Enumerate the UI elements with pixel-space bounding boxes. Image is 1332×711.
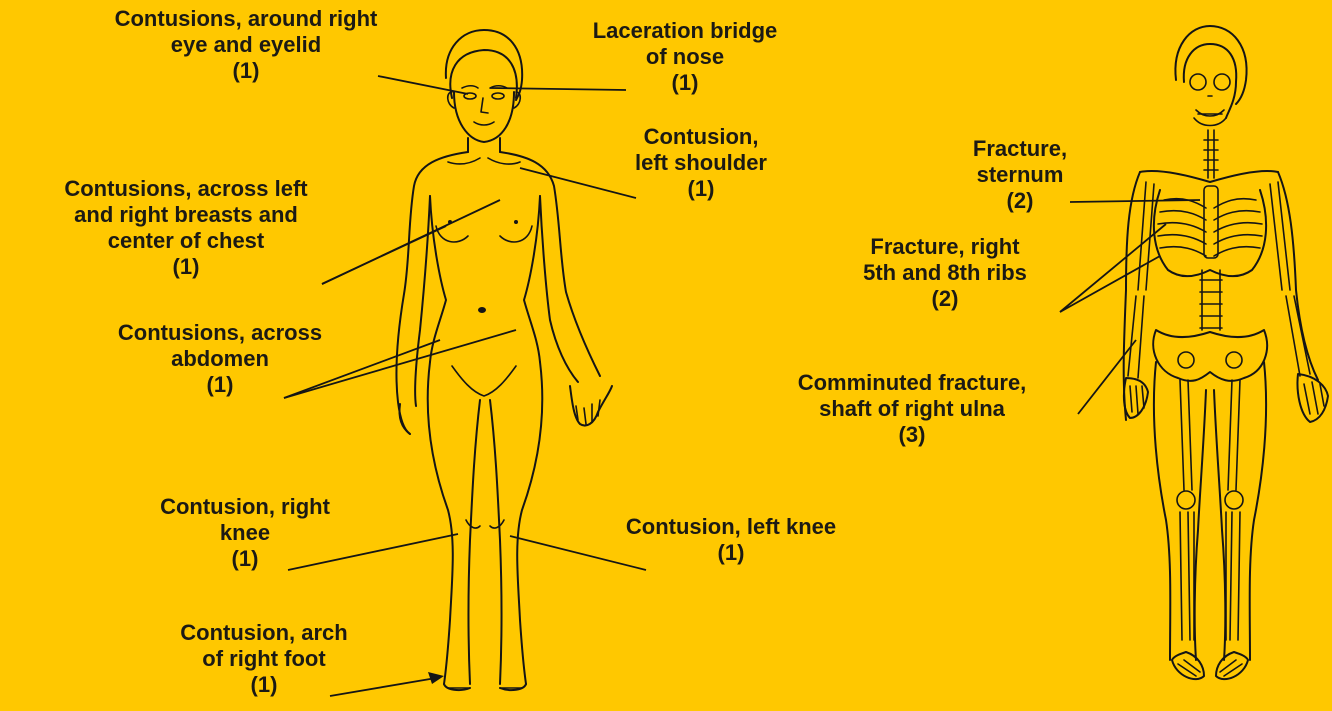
label-left-knee-line-1: Contusion, left knee — [576, 514, 886, 540]
leader-rib-5 — [1060, 224, 1166, 312]
label-nose-laceration: Laceration bridge of nose (1) — [540, 18, 830, 96]
label-shoulder-line-1: Contusion, — [586, 124, 816, 150]
label-eye-contusion: Contusions, around right eye and eyelid … — [52, 6, 440, 84]
label-shoulder-count: (1) — [586, 176, 816, 202]
label-foot-line-1: Contusion, arch — [134, 620, 394, 646]
label-ulna-fracture: Comminuted fracture, shaft of right ulna… — [742, 370, 1082, 448]
label-foot-count: (1) — [134, 672, 394, 698]
label-eye-line-2: eye and eyelid — [52, 32, 440, 58]
label-ribs-line-2: 5th and 8th ribs — [820, 260, 1070, 286]
label-right-knee-line-2: knee — [110, 520, 380, 546]
label-breasts-contusion: Contusions, across left and right breast… — [0, 176, 372, 280]
leader-ulna — [1078, 340, 1136, 414]
label-sternum-line-1: Fracture, — [930, 136, 1110, 162]
label-ribs-fracture: Fracture, right 5th and 8th ribs (2) — [820, 234, 1070, 312]
label-foot-contusion: Contusion, arch of right foot (1) — [134, 620, 394, 698]
body-outline-figure — [396, 30, 612, 690]
label-breasts-line-1: Contusions, across left — [0, 176, 372, 202]
label-sternum-fracture: Fracture, sternum (2) — [930, 136, 1110, 214]
label-nose-count: (1) — [540, 70, 830, 96]
label-right-knee-count: (1) — [110, 546, 380, 572]
label-nose-line-1: Laceration bridge — [540, 18, 830, 44]
label-abdomen-contusion: Contusions, across abdomen (1) — [60, 320, 380, 398]
label-abdomen-count: (1) — [60, 372, 380, 398]
label-sternum-line-2: sternum — [930, 162, 1110, 188]
label-right-knee-contusion: Contusion, right knee (1) — [110, 494, 380, 572]
label-left-knee-count: (1) — [576, 540, 886, 566]
label-ribs-line-1: Fracture, right — [820, 234, 1070, 260]
label-breasts-line-2: and right breasts and — [0, 202, 372, 228]
label-eye-line-1: Contusions, around right — [52, 6, 440, 32]
label-breasts-count: (1) — [0, 254, 372, 280]
arrowhead-foot — [428, 672, 444, 684]
label-left-knee-contusion: Contusion, left knee (1) — [576, 514, 886, 566]
label-ulna-line-2: shaft of right ulna — [742, 396, 1082, 422]
leader-rib-8 — [1060, 256, 1160, 312]
label-sternum-count: (2) — [930, 188, 1110, 214]
label-foot-line-2: of right foot — [134, 646, 394, 672]
label-abdomen-line-2: abdomen — [60, 346, 380, 372]
label-nose-line-2: of nose — [540, 44, 830, 70]
label-right-knee-line-1: Contusion, right — [110, 494, 380, 520]
skeleton-figure — [1124, 26, 1328, 679]
label-ulna-line-1: Comminuted fracture, — [742, 370, 1082, 396]
label-eye-count: (1) — [52, 58, 440, 84]
label-breasts-line-3: center of chest — [0, 228, 372, 254]
label-shoulder-contusion: Contusion, left shoulder (1) — [586, 124, 816, 202]
label-ulna-count: (3) — [742, 422, 1082, 448]
label-ribs-count: (2) — [820, 286, 1070, 312]
label-shoulder-line-2: left shoulder — [586, 150, 816, 176]
label-abdomen-line-1: Contusions, across — [60, 320, 380, 346]
